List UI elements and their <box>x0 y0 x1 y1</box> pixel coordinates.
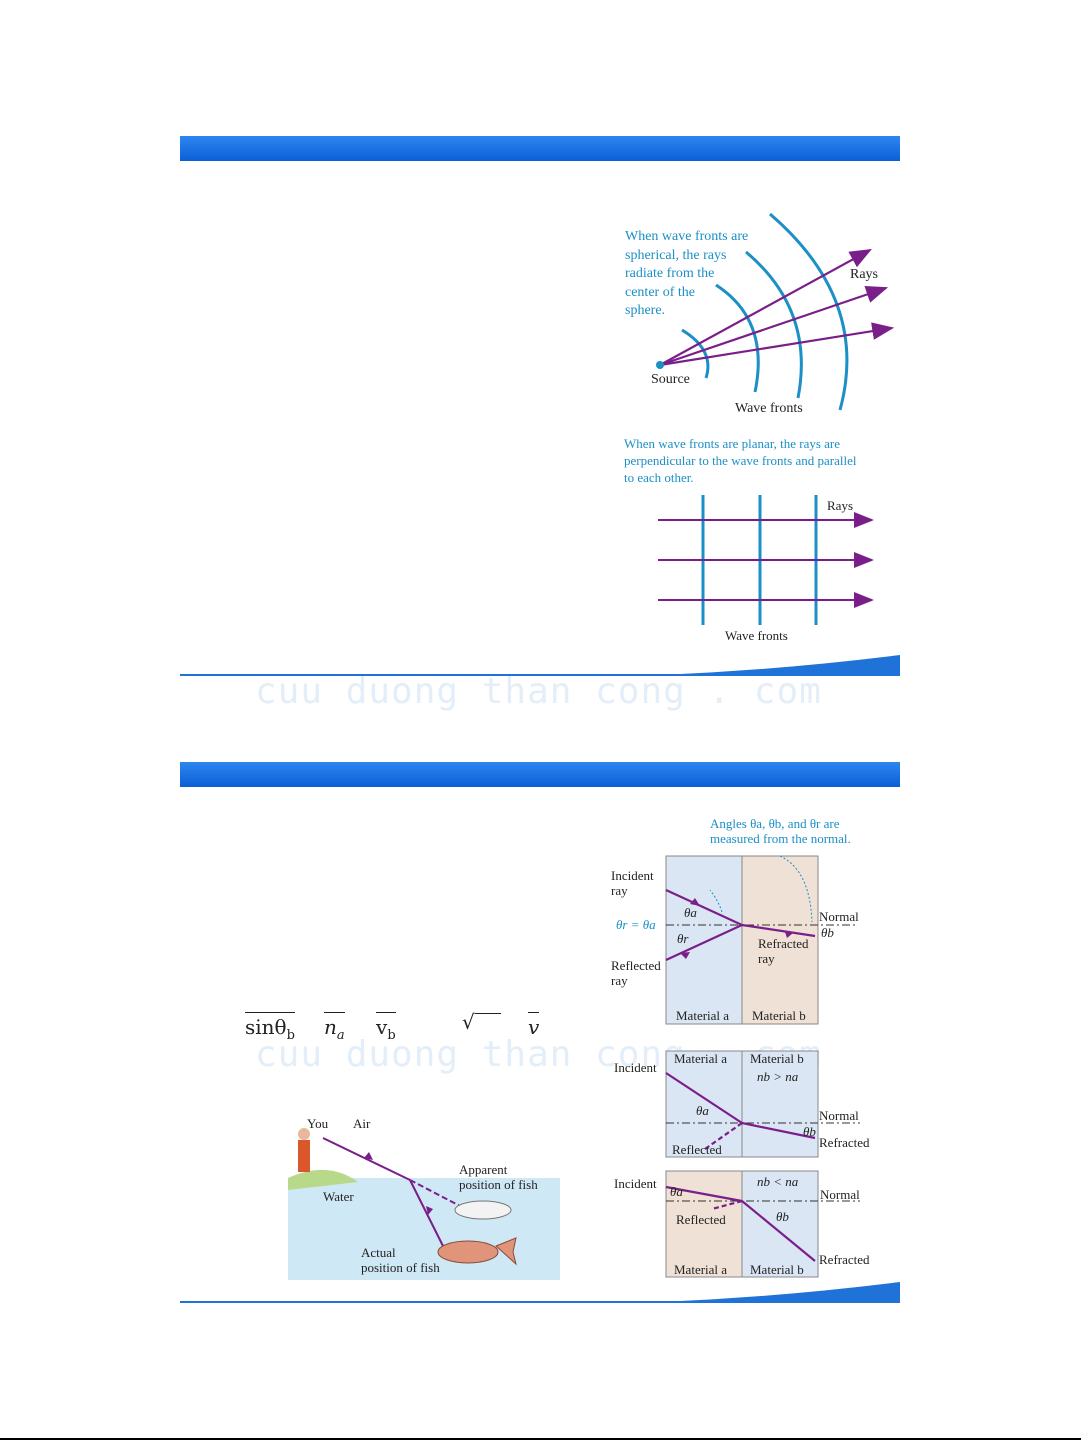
slide2-title-bar <box>180 762 900 787</box>
planar-wavefronts-label: Wave fronts <box>725 628 788 643</box>
refraction-nb-gt-na <box>665 1050 860 1158</box>
spherical-caption: When wave fronts are spherical, the rays… <box>625 229 749 318</box>
wavefronts-label: Wave fronts <box>735 401 803 416</box>
apparent-fish-icon <box>454 1200 512 1220</box>
theta-r-equals-theta-a: θr = θa <box>616 917 656 932</box>
refracted-label-2: Refracted <box>819 1135 870 1150</box>
theta-a-label-3: θa <box>670 1184 683 1199</box>
normal-label-2: Normal <box>819 1108 859 1123</box>
formula-sqrt: √ <box>462 1010 501 1034</box>
material-a-label-3: Material a <box>674 1262 728 1277</box>
theta-r-label: θr <box>677 931 689 946</box>
refraction-diagram <box>665 855 858 1025</box>
slide1-title-bar <box>180 136 900 161</box>
page-bottom-border <box>0 1438 1081 1440</box>
theta-b-label-3: θb <box>776 1209 789 1224</box>
theta-a-label-2: θa <box>696 1103 709 1118</box>
rays <box>659 248 895 367</box>
material-b-label-3: Material b <box>750 1262 804 1277</box>
formula-n-a: na <box>324 1012 345 1043</box>
planar-rays-label: Rays <box>827 498 853 513</box>
nb-lt-na-label: nb < na <box>757 1174 799 1189</box>
incident-label-3: Incident <box>614 1176 657 1191</box>
source-label: Source <box>651 372 690 387</box>
normal-label-1: Normal <box>819 909 859 924</box>
formula-sin-theta-b: sinθb <box>245 1012 295 1043</box>
material-a-label-1: Material a <box>676 1008 730 1023</box>
slide1-watermark: cuu duong than cong . com <box>255 671 822 712</box>
spherical-wavefronts-figure <box>656 212 895 411</box>
normal-label-3: Normal <box>820 1187 860 1202</box>
incident-label-2: Incident <box>614 1060 657 1075</box>
refraction-nb-lt-na <box>665 1170 860 1278</box>
fish-you-label: You <box>307 1116 329 1131</box>
refracted-label-3: Refracted <box>819 1252 870 1267</box>
planar-wavefronts-figure <box>658 495 874 625</box>
slide2-footer-swoosh <box>180 1282 900 1303</box>
angles-note: Angles θa, θb, and θr are measured from … <box>710 816 851 846</box>
formula-v: v <box>528 1012 540 1039</box>
slide1-footer-swoosh <box>180 655 900 676</box>
material-b-label-1: Material b <box>752 1008 806 1023</box>
fish-refraction-illustration <box>288 1128 560 1280</box>
theta-b-label-1: θb <box>821 925 834 940</box>
person-icon <box>298 1140 310 1172</box>
theta-a-label-1: θa <box>684 905 697 920</box>
planar-rays <box>658 512 874 608</box>
reflected-label-3: Reflected <box>676 1212 726 1227</box>
material-b-label-2: Material b <box>750 1051 804 1066</box>
theta-b-label-2: θb <box>803 1124 816 1139</box>
planar-caption: When wave fronts are planar, the rays ar… <box>624 436 857 485</box>
actual-fish-icon <box>437 1240 499 1264</box>
fish-air-label: Air <box>353 1116 371 1131</box>
rays-label: Rays <box>850 267 878 282</box>
formula-v-b: vb <box>376 1012 396 1043</box>
material-a-label-2: Material a <box>674 1051 728 1066</box>
fish-water-label: Water <box>323 1189 354 1204</box>
source-point <box>656 361 664 369</box>
reflected-label-2: Reflected <box>672 1142 722 1157</box>
wavefront-arcs <box>681 212 849 411</box>
nb-gt-na-label: nb > na <box>757 1069 799 1084</box>
